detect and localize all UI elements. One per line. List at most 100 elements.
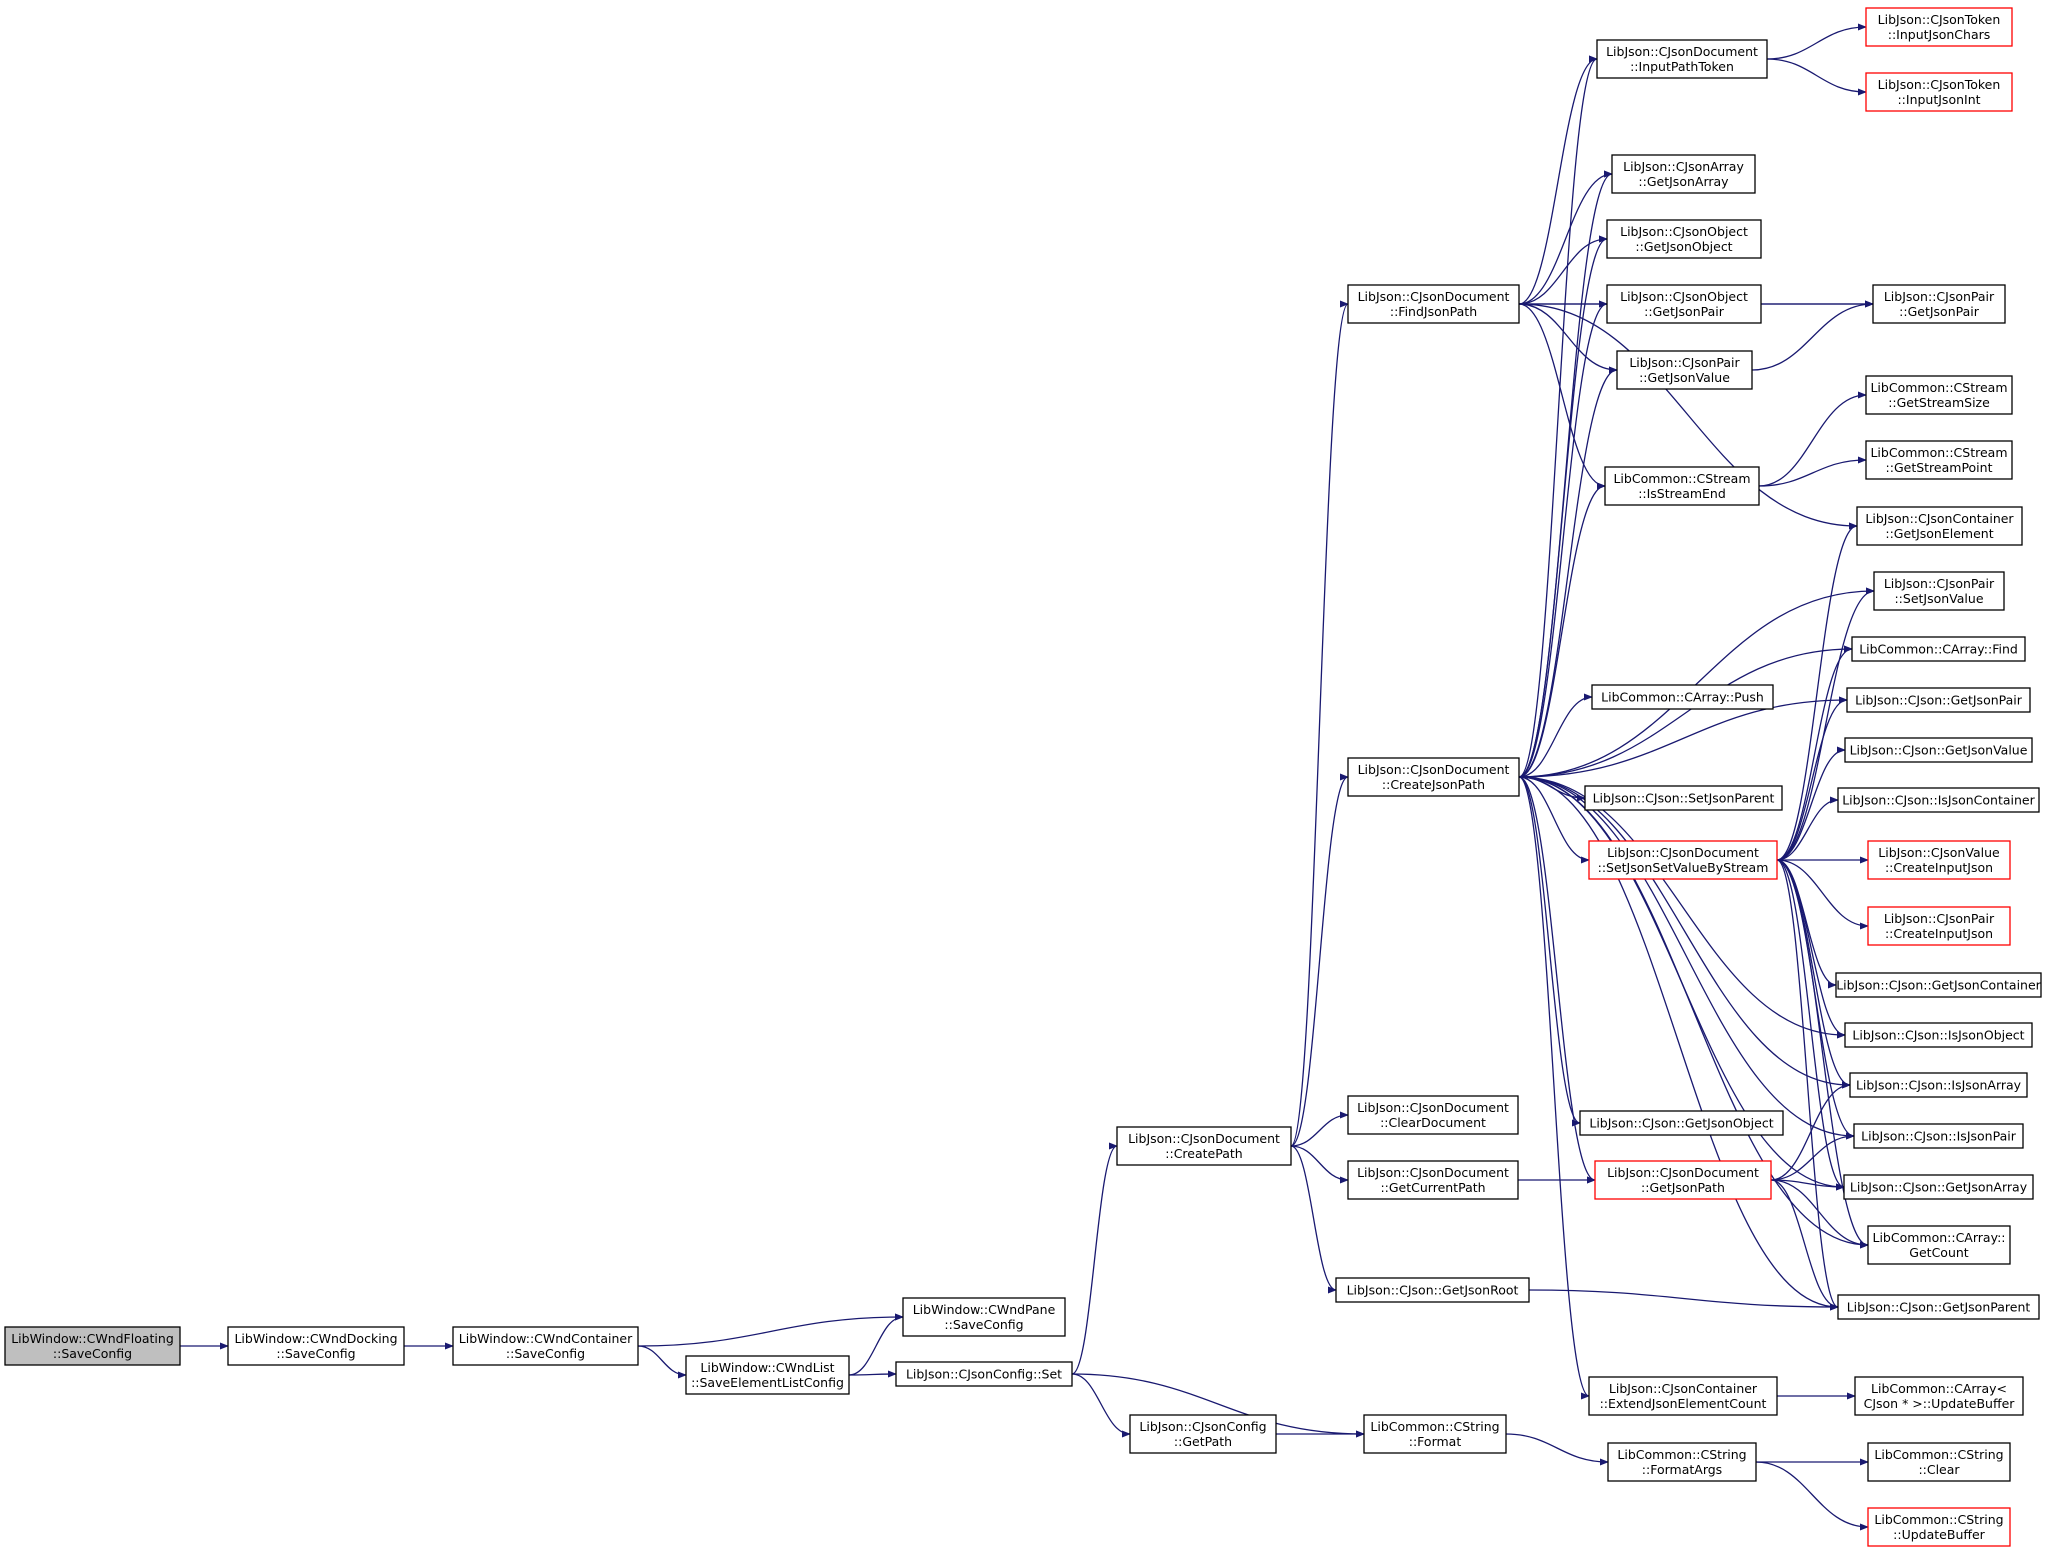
node-n15: LibJson::CJsonArray::GetJsonArray — [1611, 154, 1756, 194]
node-n9: LibJson::CJsonDocument::FindJsonPath — [1347, 284, 1520, 324]
node-n45: LibCommon::CArray::GetCount — [1867, 1225, 2011, 1265]
node-box — [1116, 1126, 1292, 1166]
node-box — [1853, 1123, 2024, 1149]
node-label: ::SetJsonValue — [1894, 591, 1983, 606]
node-box — [1844, 1022, 2033, 1048]
node-n28: LibJson::CJsonToken::InputJsonInt — [1865, 72, 2013, 112]
node-label: LibJson::CJson::IsJsonArray — [1856, 1078, 2022, 1093]
node-label: LibJson::CJson::GetJsonValue — [1850, 743, 2028, 758]
edge-n9-n19 — [1518, 303, 1606, 490]
node-label: LibJson::CJsonPair — [1629, 355, 1740, 370]
node-n18: LibJson::CJsonPair::GetJsonValue — [1616, 350, 1753, 390]
edge-n22-n34 — [1776, 645, 1853, 861]
node-n31: LibCommon::CStream::GetStreamPoint — [1865, 440, 2013, 480]
edge-n10-n45 — [1518, 776, 1869, 1249]
node-box — [1867, 840, 2011, 880]
edge-n10-n33 — [1518, 587, 1875, 778]
node-label: LibWindow::CWndPane — [913, 1302, 1056, 1317]
node-label: ::FormatArgs — [1642, 1462, 1722, 1477]
node-box — [1865, 7, 2013, 47]
node-n20: LibCommon::CArray::Push — [1591, 684, 1774, 710]
node-label: LibJson::CJson::GetJsonRoot — [1347, 1283, 1519, 1298]
edge-n5-n7 — [1071, 1373, 1131, 1438]
node-n13: LibJson::CJson::GetJsonRoot — [1335, 1277, 1530, 1303]
edge-n10-n43 — [1518, 776, 1855, 1140]
node-label: ::InputJsonChars — [1888, 27, 1991, 42]
node-label: ::SetJsonSetValueByStream — [1598, 860, 1769, 875]
node-label: ::InputJsonInt — [1897, 92, 1980, 107]
node-label: ::SaveConfig — [506, 1346, 585, 1361]
node-label: ::InputPathToken — [1630, 59, 1734, 74]
node-box — [1837, 1294, 2040, 1320]
node-n49: LibCommon::CString::UpdateBuffer — [1867, 1507, 2011, 1547]
node-label: LibJson::CJson::IsJsonPair — [1861, 1129, 2017, 1144]
node-label: LibJson::CJsonDocument — [1128, 1131, 1280, 1146]
node-n2: LibWindow::CWndContainer::SaveConfig — [452, 1326, 639, 1366]
edge-n22-n45 — [1776, 859, 1869, 1249]
node-label: LibCommon::CString — [1874, 1512, 2003, 1527]
node-label: ::FindJsonPath — [1390, 304, 1477, 319]
node-box — [1846, 687, 2031, 713]
node-n32: LibJson::CJsonContainer::GetJsonElement — [1856, 506, 2023, 546]
node-n21: LibJson::CJson::SetJsonParent — [1584, 785, 1783, 811]
node-label: ::GetStreamSize — [1888, 395, 1990, 410]
node-box — [1843, 1174, 2034, 1200]
node-label: LibCommon::CArray::Push — [1601, 690, 1764, 705]
node-n24: LibJson::CJsonDocument::GetJsonPath — [1594, 1160, 1772, 1200]
node-n22: LibJson::CJsonDocument::SetJsonSetValueB… — [1588, 840, 1778, 880]
edge-n14-n27 — [1766, 23, 1867, 60]
node-label: LibJson::CJsonToken — [1878, 77, 2001, 92]
edge-n10-n25 — [1518, 776, 1590, 1400]
node-n8: LibCommon::CString::Format — [1363, 1414, 1507, 1454]
node-label: ::GetJsonValue — [1639, 370, 1730, 385]
node-label: LibJson::CJsonDocument — [1358, 762, 1510, 777]
node-n29: LibJson::CJsonPair::GetJsonPair — [1872, 284, 2006, 324]
node-n3: LibWindow::CWndPane::SaveConfig — [902, 1297, 1066, 1337]
edge-n2-n4 — [637, 1345, 687, 1379]
node-box — [902, 1297, 1066, 1337]
edge-n22-n39 — [1776, 859, 1869, 930]
node-box — [1579, 1110, 1784, 1136]
node-n11: LibJson::CJsonDocument::ClearDocument — [1347, 1095, 1519, 1135]
edge-n10-n41 — [1518, 776, 1846, 1039]
node-n10: LibJson::CJsonDocument::CreateJsonPath — [1347, 757, 1520, 797]
node-label: LibJson::CJsonConfig::Set — [906, 1367, 1062, 1382]
node-label: LibCommon::CArray::Find — [1859, 642, 2018, 657]
node-box — [1584, 785, 1783, 811]
edge-n6-n9 — [1290, 300, 1349, 1147]
edge-n22-n33 — [1776, 587, 1875, 861]
edge-n5-n8 — [1071, 1373, 1365, 1438]
edge-n4-n5 — [848, 1370, 897, 1378]
node-box — [1856, 506, 2023, 546]
node-n35: LibJson::CJson::GetJsonPair — [1846, 687, 2031, 713]
node-label: ::UpdateBuffer — [1893, 1527, 1985, 1542]
node-label: LibCommon::CStream — [1870, 445, 2007, 460]
edge-n10-n22 — [1518, 776, 1590, 864]
node-label: LibJson::CJsonContainer — [1865, 511, 2014, 526]
node-n30: LibCommon::CStream::GetStreamSize — [1865, 375, 2013, 415]
node-n41: LibJson::CJson::IsJsonObject — [1844, 1022, 2033, 1048]
node-box — [1835, 972, 2042, 998]
node-label: LibJson::CJson::IsJsonObject — [1852, 1028, 2024, 1043]
node-box — [1347, 1095, 1519, 1135]
edge-n24-n45 — [1770, 1179, 1869, 1249]
node-box — [1611, 154, 1756, 194]
node-box — [1606, 284, 1762, 324]
node-label: LibCommon::CStream — [1613, 471, 1750, 486]
node-box — [1865, 440, 2013, 480]
node-label: LibJson::CJsonDocument — [1607, 1165, 1759, 1180]
edge-n22-n36 — [1776, 746, 1846, 861]
node-n17: LibJson::CJsonObject::GetJsonPair — [1606, 284, 1762, 324]
edges-layer — [180, 23, 1875, 1531]
node-n40: LibJson::CJson::GetJsonContainer — [1835, 972, 2042, 998]
node-label: LibJson::CJson::GetJsonParent — [1847, 1300, 2031, 1315]
node-box — [1594, 1160, 1772, 1200]
node-label: ::SaveConfig — [276, 1346, 355, 1361]
edge-n19-n30 — [1758, 391, 1867, 487]
node-n48: LibCommon::CString::Clear — [1867, 1442, 2011, 1482]
node-box — [1867, 1442, 2011, 1482]
edge-n24-n44 — [1770, 1179, 1845, 1191]
node-box — [1867, 906, 2011, 946]
node-label: LibCommon::CArray< — [1871, 1381, 2007, 1396]
edge-n14-n28 — [1766, 58, 1867, 96]
